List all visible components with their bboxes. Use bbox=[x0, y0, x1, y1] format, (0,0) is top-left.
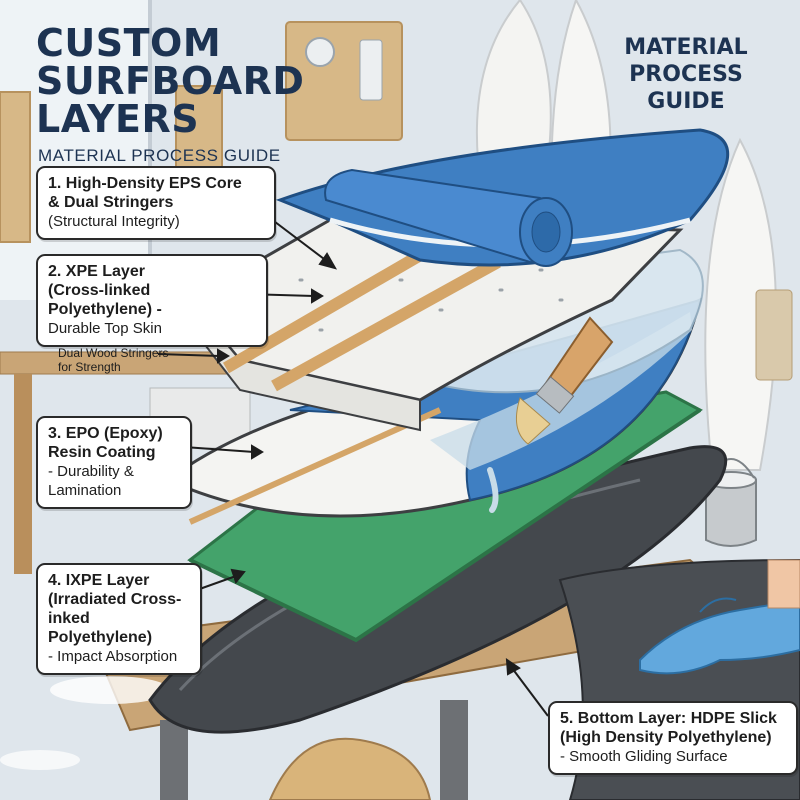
leader-lines bbox=[157, 205, 549, 717]
callout-ixpe-heading-3: inked Polyethylene) bbox=[48, 610, 153, 646]
callout-hdpe-heading-1: 5. Bottom Layer: HDPE Slick bbox=[560, 710, 777, 727]
material-roll-icon bbox=[324, 168, 573, 267]
leader-hdpe-arrow bbox=[505, 658, 521, 676]
main-subtitle: MATERIAL PROCESS GUIDE bbox=[38, 146, 281, 165]
callout-epo-heading-1: 3. EPO (Epoxy) bbox=[48, 425, 163, 442]
paper-roll-icon bbox=[755, 289, 793, 381]
callout-hdpe-desc-1: - Smooth Gliding Surface bbox=[560, 748, 728, 765]
leader-hdpe bbox=[511, 667, 549, 717]
front-bench-leg-left bbox=[160, 720, 188, 800]
leader-note-arrow bbox=[217, 348, 230, 364]
callout-eps-core: 1. High-Density EPS Core & Dual Stringer… bbox=[36, 166, 276, 240]
callout-ixpe-heading-1: 4. IXPE Layer bbox=[48, 572, 150, 589]
eps-core-block bbox=[187, 218, 684, 402]
leader-eps-arrow bbox=[318, 252, 338, 270]
callout-xpe-layer: 2. XPE Layer (Cross-linked Polyethylene)… bbox=[36, 254, 268, 347]
ixpe-sheet-edge bbox=[189, 408, 702, 643]
callout-eps-desc-1: (Structural Integrity) bbox=[48, 213, 180, 230]
back-bench-leg bbox=[14, 374, 32, 574]
wood-stringer-2 bbox=[271, 256, 501, 392]
leader-ixpe-arrow bbox=[230, 568, 246, 585]
callout-eps-heading-2: & Dual Stringers bbox=[48, 194, 174, 211]
callout-hdpe-bottom: 5. Bottom Layer: HDPE Slick (High Densit… bbox=[548, 701, 798, 775]
main-title-line-1: CUSTOM bbox=[36, 21, 222, 65]
guide-title-line-1: MATERIAL bbox=[624, 35, 748, 60]
callout-ixpe-layer: 4. IXPE Layer (Irradiated Cross- inked P… bbox=[36, 563, 202, 675]
callout-epo-heading-2: Resin Coating bbox=[48, 444, 156, 461]
bench-support-arch bbox=[268, 737, 432, 800]
pegboard-left bbox=[0, 91, 31, 243]
wood-stringer-1 bbox=[222, 240, 440, 374]
tape-roll-icon bbox=[305, 37, 335, 67]
resin-drip bbox=[487, 467, 499, 513]
main-title-line-3: LAYERS bbox=[36, 97, 200, 141]
callout-xpe-heading-2: (Cross-linked bbox=[48, 282, 151, 299]
callout-hdpe-heading-2: (High Density Polyethylene) bbox=[560, 729, 772, 746]
callout-ixpe-heading-2: (Irradiated Cross- bbox=[48, 591, 182, 608]
paint-can-icon bbox=[705, 458, 757, 547]
callout-ixpe-desc-1: - Impact Absorption bbox=[48, 648, 178, 665]
tool-scraper-icon bbox=[359, 39, 383, 101]
stringer-note-line-2: for Strength bbox=[58, 360, 121, 374]
callout-epo-desc-2: Lamination bbox=[48, 482, 122, 499]
stringer-note-line-1: Dual Wood Stringers bbox=[58, 346, 169, 360]
front-bench-leg-right bbox=[440, 700, 468, 800]
paint-brush-icon bbox=[515, 316, 614, 445]
callout-eps-heading-1: 1. High-Density EPS Core bbox=[48, 175, 242, 192]
foam-dust bbox=[0, 750, 80, 770]
stringer-note: Dual Wood Stringers for Strength bbox=[58, 346, 169, 374]
callout-xpe-heading-3: Polyethylene) - bbox=[48, 301, 162, 318]
board-stringer-line bbox=[188, 407, 442, 525]
callout-xpe-heading-1: 2. XPE Layer bbox=[48, 263, 145, 280]
leader-epo-arrow bbox=[251, 444, 264, 460]
main-title-line-2: SURFBOARD bbox=[36, 59, 305, 103]
guide-title: MATERIAL PROCESS GUIDE bbox=[596, 34, 776, 115]
callout-xpe-desc-1: Durable Top Skin bbox=[48, 320, 162, 337]
callout-epo-desc-1: - Durability & bbox=[48, 463, 134, 480]
foam-dust bbox=[50, 676, 170, 704]
wall-surfboard-3 bbox=[704, 137, 777, 471]
callout-epo-resin: 3. EPO (Epoxy) Resin Coating - Durabilit… bbox=[36, 416, 192, 509]
leader-note bbox=[157, 353, 221, 357]
guide-title-line-3: GUIDE bbox=[647, 89, 725, 114]
guide-title-line-2: PROCESS bbox=[629, 62, 743, 87]
title-block: CUSTOM SURFBOARD LAYERS MATERIAL PROCESS… bbox=[36, 24, 336, 166]
leader-xpe-arrow bbox=[311, 288, 324, 304]
gloved-hand-icon bbox=[639, 559, 800, 675]
